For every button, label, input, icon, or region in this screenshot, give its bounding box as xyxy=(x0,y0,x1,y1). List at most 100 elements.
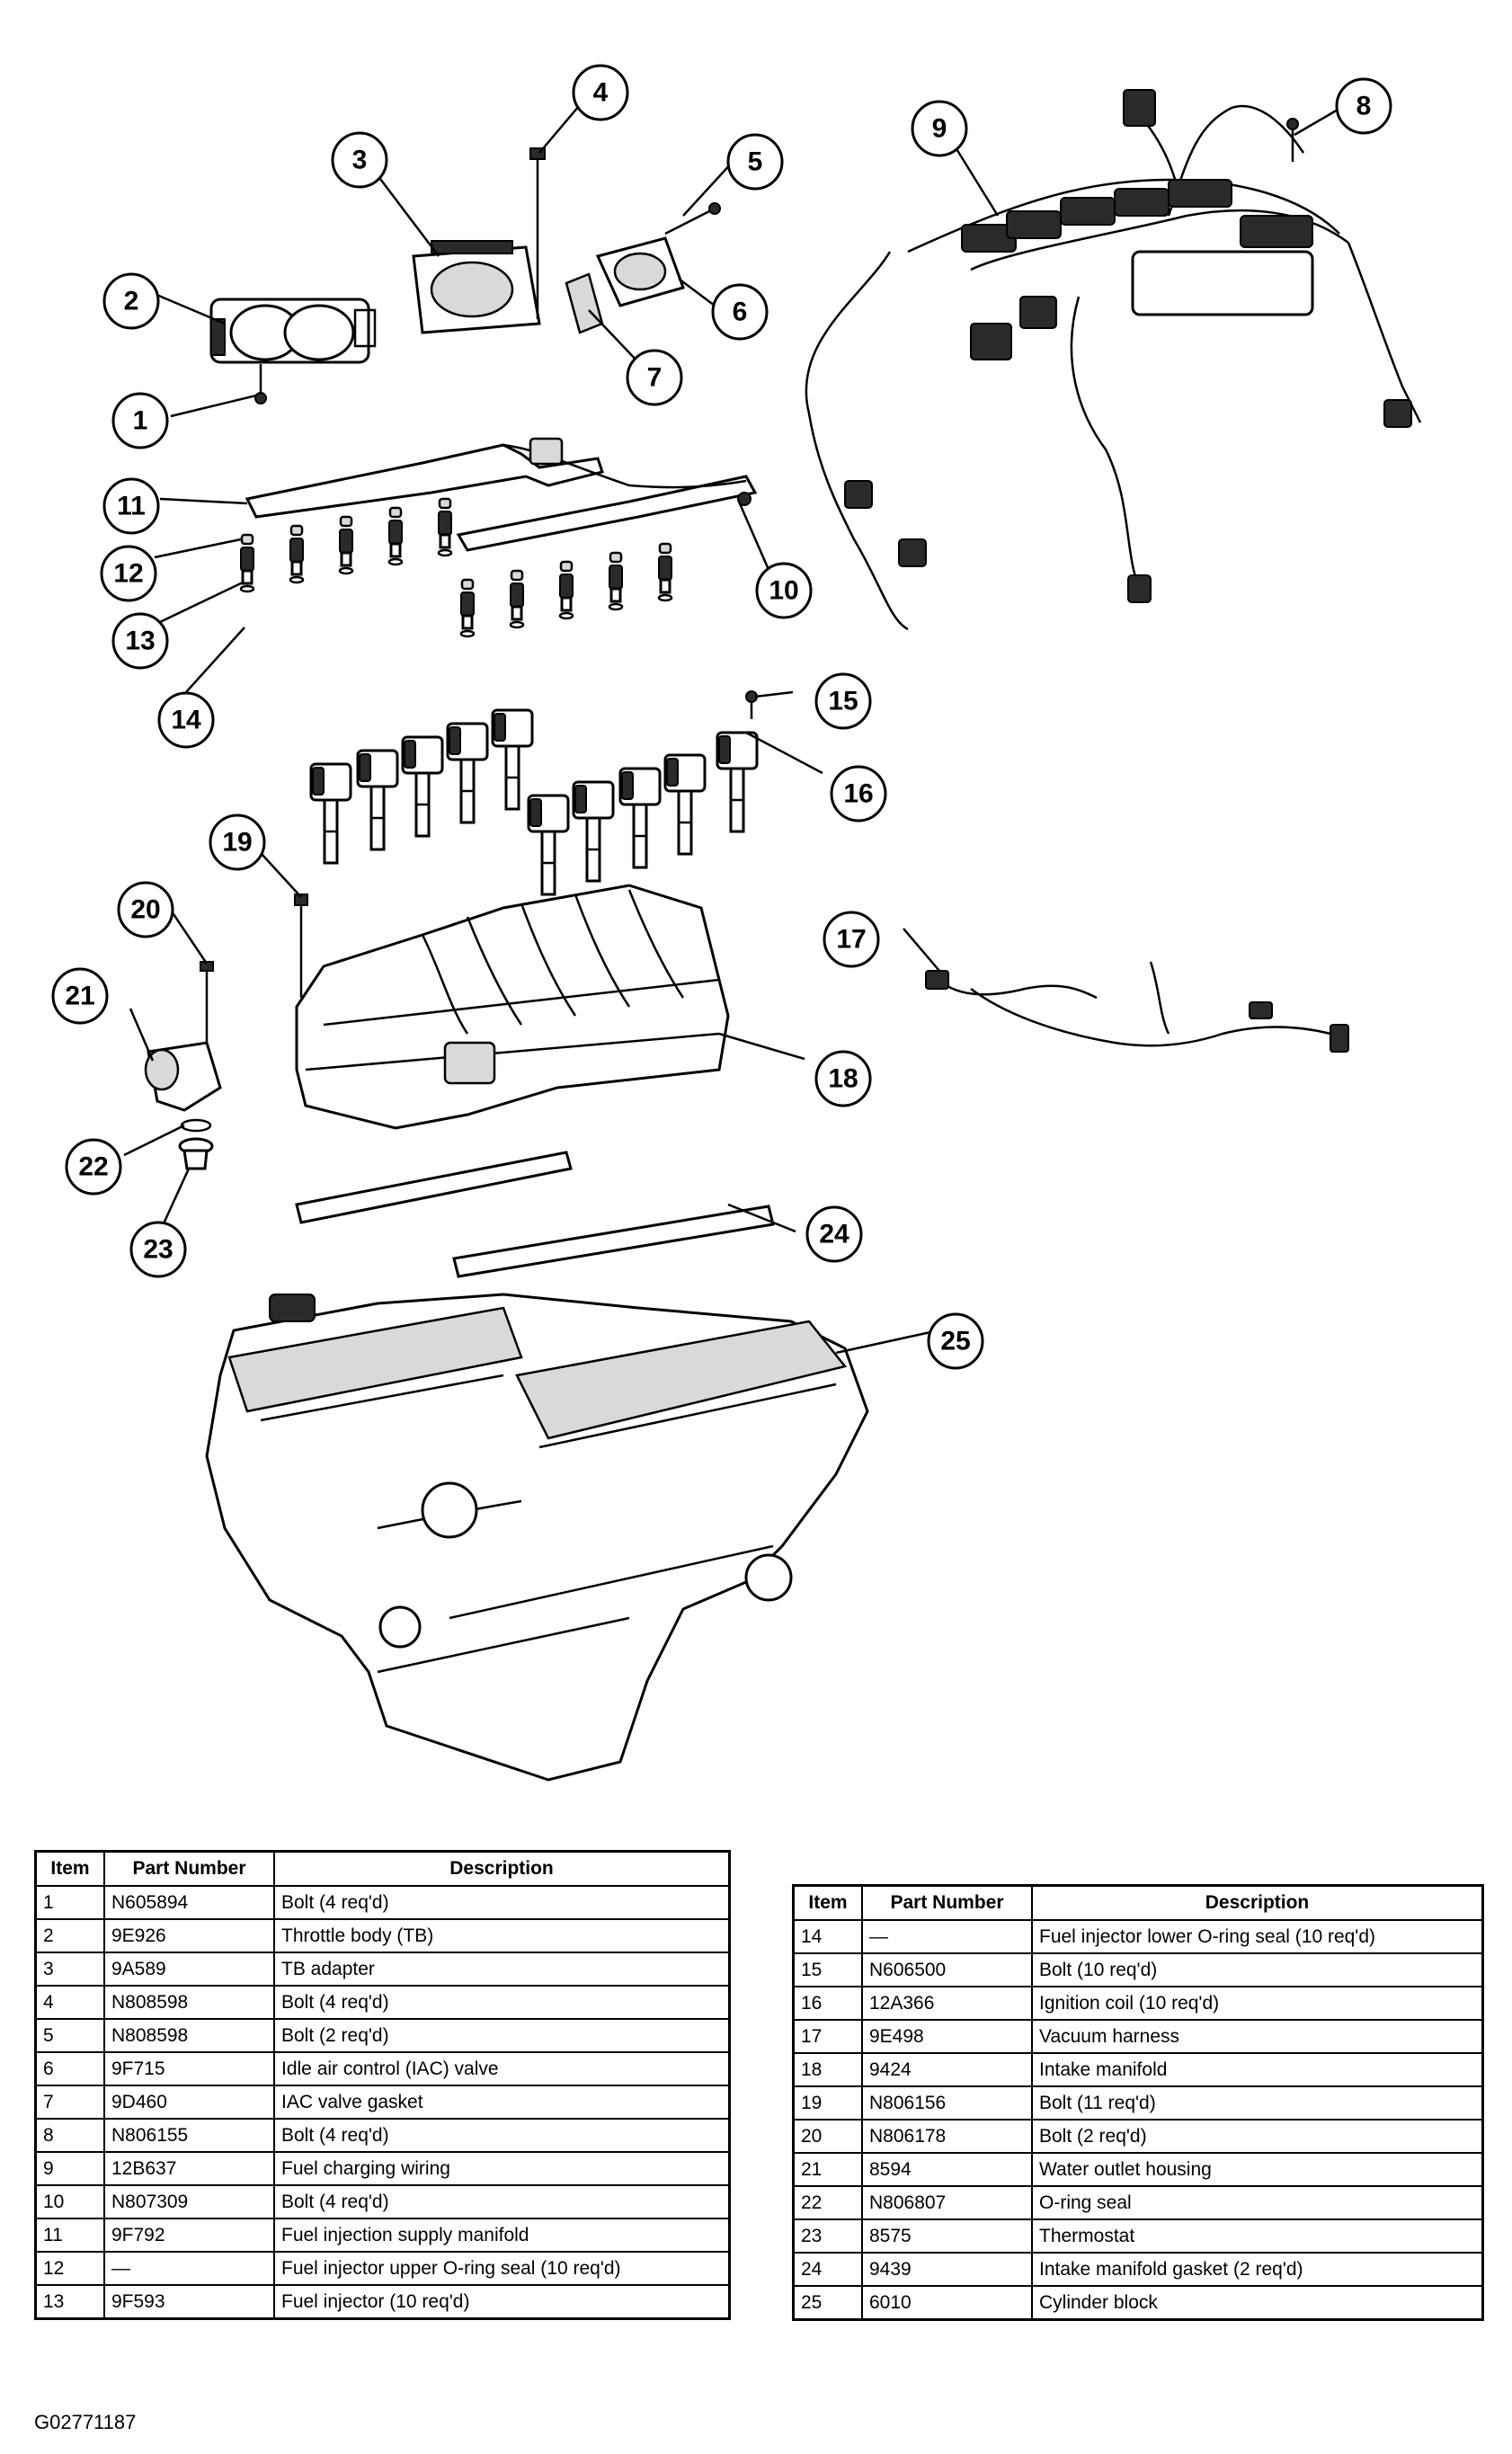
item-cell: 22 xyxy=(792,2185,863,2220)
table-row: 14—Fuel injector lower O-ring seal (10 r… xyxy=(792,1919,1484,1954)
part-number-cell: N806807 xyxy=(861,2185,1033,2220)
part-number-cell: N606500 xyxy=(861,1952,1033,1987)
callout-17-label: 17 xyxy=(836,925,866,955)
ignition-coil-icon xyxy=(572,780,615,883)
ignition-coil-icon xyxy=(401,735,444,838)
parts-table-right-body: 14—Fuel injector lower O-ring seal (10 r… xyxy=(792,1919,1484,2321)
item-cell: 20 xyxy=(792,2119,863,2154)
part-number-cell: 9F715 xyxy=(103,2051,275,2086)
callout-13: 13 xyxy=(111,612,169,670)
o-ring-seal-illustration xyxy=(180,1118,212,1133)
part-number-cell: N806155 xyxy=(103,2118,275,2153)
callout-4: 4 xyxy=(572,64,629,121)
callout-3-label: 3 xyxy=(352,146,368,175)
callout-11-label: 11 xyxy=(117,492,146,521)
part-number-cell: — xyxy=(103,2251,275,2286)
part-number-column-header: Part Number xyxy=(861,1884,1033,1921)
fuel-injector-icon xyxy=(289,524,305,584)
bolt-1-illustration xyxy=(254,364,267,405)
description-cell: Bolt (4 req'd) xyxy=(273,1885,731,1920)
item-cell: 15 xyxy=(792,1952,863,1987)
bolt-10-illustration xyxy=(737,492,752,506)
item-cell: 17 xyxy=(792,2019,863,2054)
description-cell: Ignition coil (10 req'd) xyxy=(1031,1986,1484,2021)
part-number-cell: 9F792 xyxy=(103,2218,275,2253)
part-number-cell: 9D460 xyxy=(103,2085,275,2120)
figure-code: G02771187 xyxy=(34,2411,137,2433)
callout-21-label: 21 xyxy=(65,982,94,1011)
callout-19-label: 19 xyxy=(222,828,252,858)
part-number-cell: 9424 xyxy=(861,2052,1033,2087)
description-cell: Bolt (2 req'd) xyxy=(273,2018,731,2053)
part-number-cell: N807309 xyxy=(103,2184,275,2219)
ignition-coil-icon xyxy=(446,722,489,824)
bolt-20-illustration xyxy=(200,961,214,1047)
ignition-coil-icon xyxy=(716,731,759,833)
item-cell: 7 xyxy=(34,2085,105,2120)
item-cell: 18 xyxy=(792,2052,863,2087)
part-number-cell: N808598 xyxy=(103,2018,275,2053)
description-cell: Bolt (2 req'd) xyxy=(1031,2119,1484,2154)
callout-20: 20 xyxy=(117,881,174,938)
callout-10-label: 10 xyxy=(769,576,798,606)
part-number-cell: N806156 xyxy=(861,2085,1033,2121)
callout-13-label: 13 xyxy=(125,627,155,656)
fuel-injector-icon xyxy=(509,569,525,629)
description-cell: Water outlet housing xyxy=(1031,2152,1484,2187)
description-cell: Fuel injector (10 req'd) xyxy=(273,2284,731,2320)
part-number-cell: 8575 xyxy=(861,2218,1033,2254)
item-cell: 16 xyxy=(792,1986,863,2021)
description-cell: Bolt (11 req'd) xyxy=(1031,2085,1484,2121)
part-number-cell: 9E926 xyxy=(103,1918,275,1953)
bolt-15-illustration xyxy=(745,690,758,719)
callout-18-label: 18 xyxy=(828,1064,858,1094)
description-cell: TB adapter xyxy=(273,1952,731,1987)
fuel-injectors-upper-row xyxy=(239,497,453,593)
intake-manifold-illustration xyxy=(295,884,730,1130)
callout-24-label: 24 xyxy=(819,1220,849,1249)
part-number-cell: 9F593 xyxy=(103,2284,275,2320)
fuel-injector-icon xyxy=(437,497,453,557)
item-cell: 4 xyxy=(34,1985,105,2020)
callout-22: 22 xyxy=(65,1138,122,1196)
callout-25-label: 25 xyxy=(940,1327,970,1356)
callout-6-label: 6 xyxy=(733,298,748,327)
callout-12-label: 12 xyxy=(113,559,143,589)
description-cell: Fuel injection supply manifold xyxy=(273,2218,731,2253)
callout-9-label: 9 xyxy=(932,114,947,144)
water-outlet-housing-illustration xyxy=(144,1041,222,1112)
item-cell: 19 xyxy=(792,2085,863,2121)
exploded-engine-diagram: 1 2 3 4 5 6 7 8 9 10 11 12 13 14 15 16 1… xyxy=(51,64,1422,1782)
ignition-coil-icon xyxy=(527,794,570,896)
callout-21: 21 xyxy=(51,967,109,1025)
ignition-coils xyxy=(309,708,759,896)
callout-1-label: 1 xyxy=(133,406,148,436)
fuel-supply-manifold-illustration xyxy=(245,437,758,552)
description-column-header: Description xyxy=(1031,1884,1484,1921)
part-number-cell: — xyxy=(861,1919,1033,1954)
item-cell: 9 xyxy=(34,2151,105,2186)
table-row: 12—Fuel injector upper O-ring seal (10 r… xyxy=(34,2251,731,2286)
callout-7-label: 7 xyxy=(647,363,663,393)
callout-23: 23 xyxy=(129,1221,187,1278)
fuel-injector-icon xyxy=(558,560,574,620)
description-cell: Throttle body (TB) xyxy=(273,1918,731,1953)
fuel-injector-icon xyxy=(608,551,624,611)
part-number-cell: N806178 xyxy=(861,2119,1033,2154)
callout-14: 14 xyxy=(157,691,215,749)
description-cell: Idle air control (IAC) valve xyxy=(273,2051,731,2086)
ignition-coil-icon xyxy=(356,749,399,851)
part-number-cell: 6010 xyxy=(861,2285,1033,2321)
bolt-19-illustration xyxy=(294,894,308,998)
item-cell: 12 xyxy=(34,2251,105,2286)
callout-23-label: 23 xyxy=(143,1235,173,1265)
item-cell: 5 xyxy=(34,2018,105,2053)
